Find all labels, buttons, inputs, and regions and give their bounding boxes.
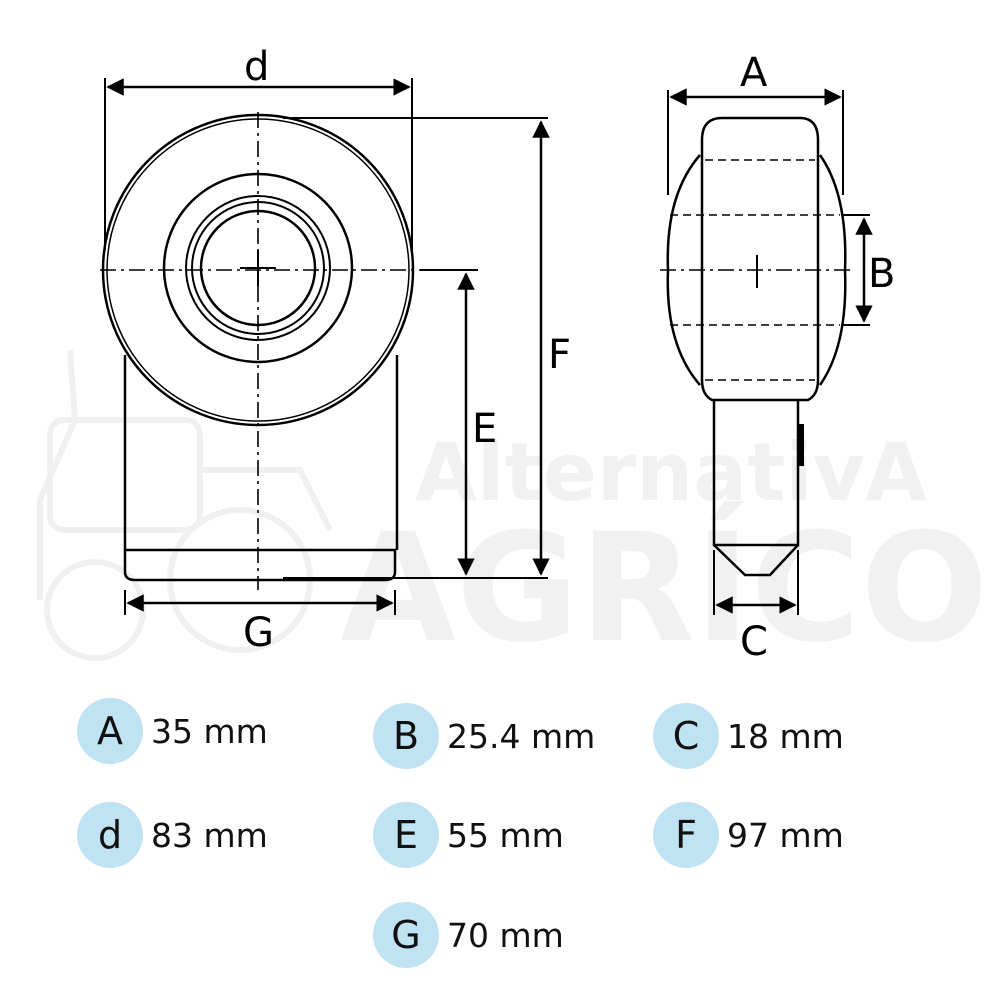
legend-item-C: C 18 mm bbox=[653, 703, 844, 769]
legend-item-E: E 55 mm bbox=[373, 802, 564, 868]
label-F: F bbox=[548, 332, 571, 378]
label-G: G bbox=[243, 610, 274, 656]
legend-value-G: 70 mm bbox=[447, 915, 564, 955]
legend-value-B: 25.4 mm bbox=[447, 716, 596, 756]
legend-badge-A: A bbox=[77, 698, 143, 764]
label-C: C bbox=[740, 619, 768, 665]
label-d: d bbox=[244, 44, 269, 90]
label-B: B bbox=[868, 251, 895, 297]
legend-value-F: 97 mm bbox=[727, 815, 844, 855]
side-view-tip bbox=[713, 544, 799, 577]
tractor-logo-icon bbox=[37, 349, 333, 661]
legend-badge-C: C bbox=[653, 703, 719, 769]
legend-value-A: 35 mm bbox=[151, 711, 268, 751]
watermark-line-1: AlternativA bbox=[415, 426, 927, 519]
legend-badge-d: d bbox=[77, 802, 143, 868]
watermark-line-2: AGRÍCOLA bbox=[340, 501, 1000, 670]
legend-item-G: G 70 mm bbox=[373, 902, 564, 968]
legend-value-E: 55 mm bbox=[447, 815, 564, 855]
dimension-labels: d F E G A B C bbox=[243, 44, 895, 665]
legend-value-C: 18 mm bbox=[727, 716, 844, 756]
front-view-shank bbox=[123, 355, 399, 550]
legend-item-d: d 83 mm bbox=[77, 802, 268, 868]
technical-drawing: AlternativA AGRÍCOLA bbox=[37, 44, 1000, 670]
side-view-shank bbox=[712, 400, 800, 547]
legend-value-d: 83 mm bbox=[151, 815, 268, 855]
front-view-base bbox=[123, 548, 397, 582]
legend-badge-E: E bbox=[373, 802, 439, 868]
legend-item-F: F 97 mm bbox=[653, 802, 844, 868]
legend-badge-F: F bbox=[653, 802, 719, 868]
side-view-housing bbox=[700, 116, 820, 402]
legend-item-A: A 35 mm bbox=[77, 698, 268, 764]
front-view bbox=[100, 78, 550, 615]
side-view bbox=[660, 88, 873, 615]
legend-badge-B: B bbox=[373, 703, 439, 769]
label-A: A bbox=[740, 50, 768, 96]
legend-item-B: B 25.4 mm bbox=[373, 703, 595, 769]
label-E: E bbox=[472, 406, 497, 452]
watermark: AlternativA AGRÍCOLA bbox=[37, 349, 1000, 670]
legend-badge-G: G bbox=[373, 902, 439, 968]
